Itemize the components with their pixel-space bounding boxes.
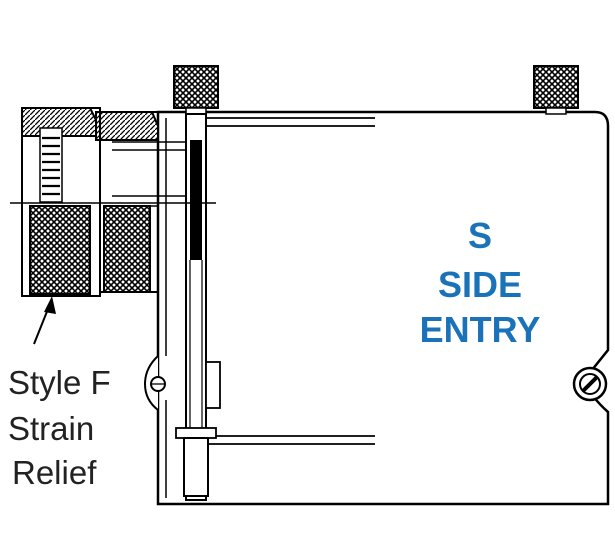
knurled-grip-right-icon [103, 205, 151, 293]
callout-label-line1: Style F [8, 364, 111, 401]
vertical-shaft [175, 113, 221, 501]
knurled-grip-left-icon [29, 205, 91, 295]
entry-label-line2: SIDE [438, 264, 522, 305]
callout-label-line3: Relief [12, 454, 97, 491]
top-rail [205, 117, 375, 445]
callout-arrow [33, 296, 56, 345]
right-thumbscrew-icon [533, 65, 579, 115]
enclosure-body [143, 110, 610, 506]
spring-coil-icon [42, 136, 60, 196]
entry-label-line3: ENTRY [420, 309, 541, 350]
callout-label-line2: Strain [8, 410, 94, 447]
right-screw-icon [572, 366, 608, 402]
entry-label-line1: S [468, 215, 492, 256]
strain-relief-assembly [10, 107, 216, 297]
left-thumbscrew-icon [173, 65, 219, 115]
